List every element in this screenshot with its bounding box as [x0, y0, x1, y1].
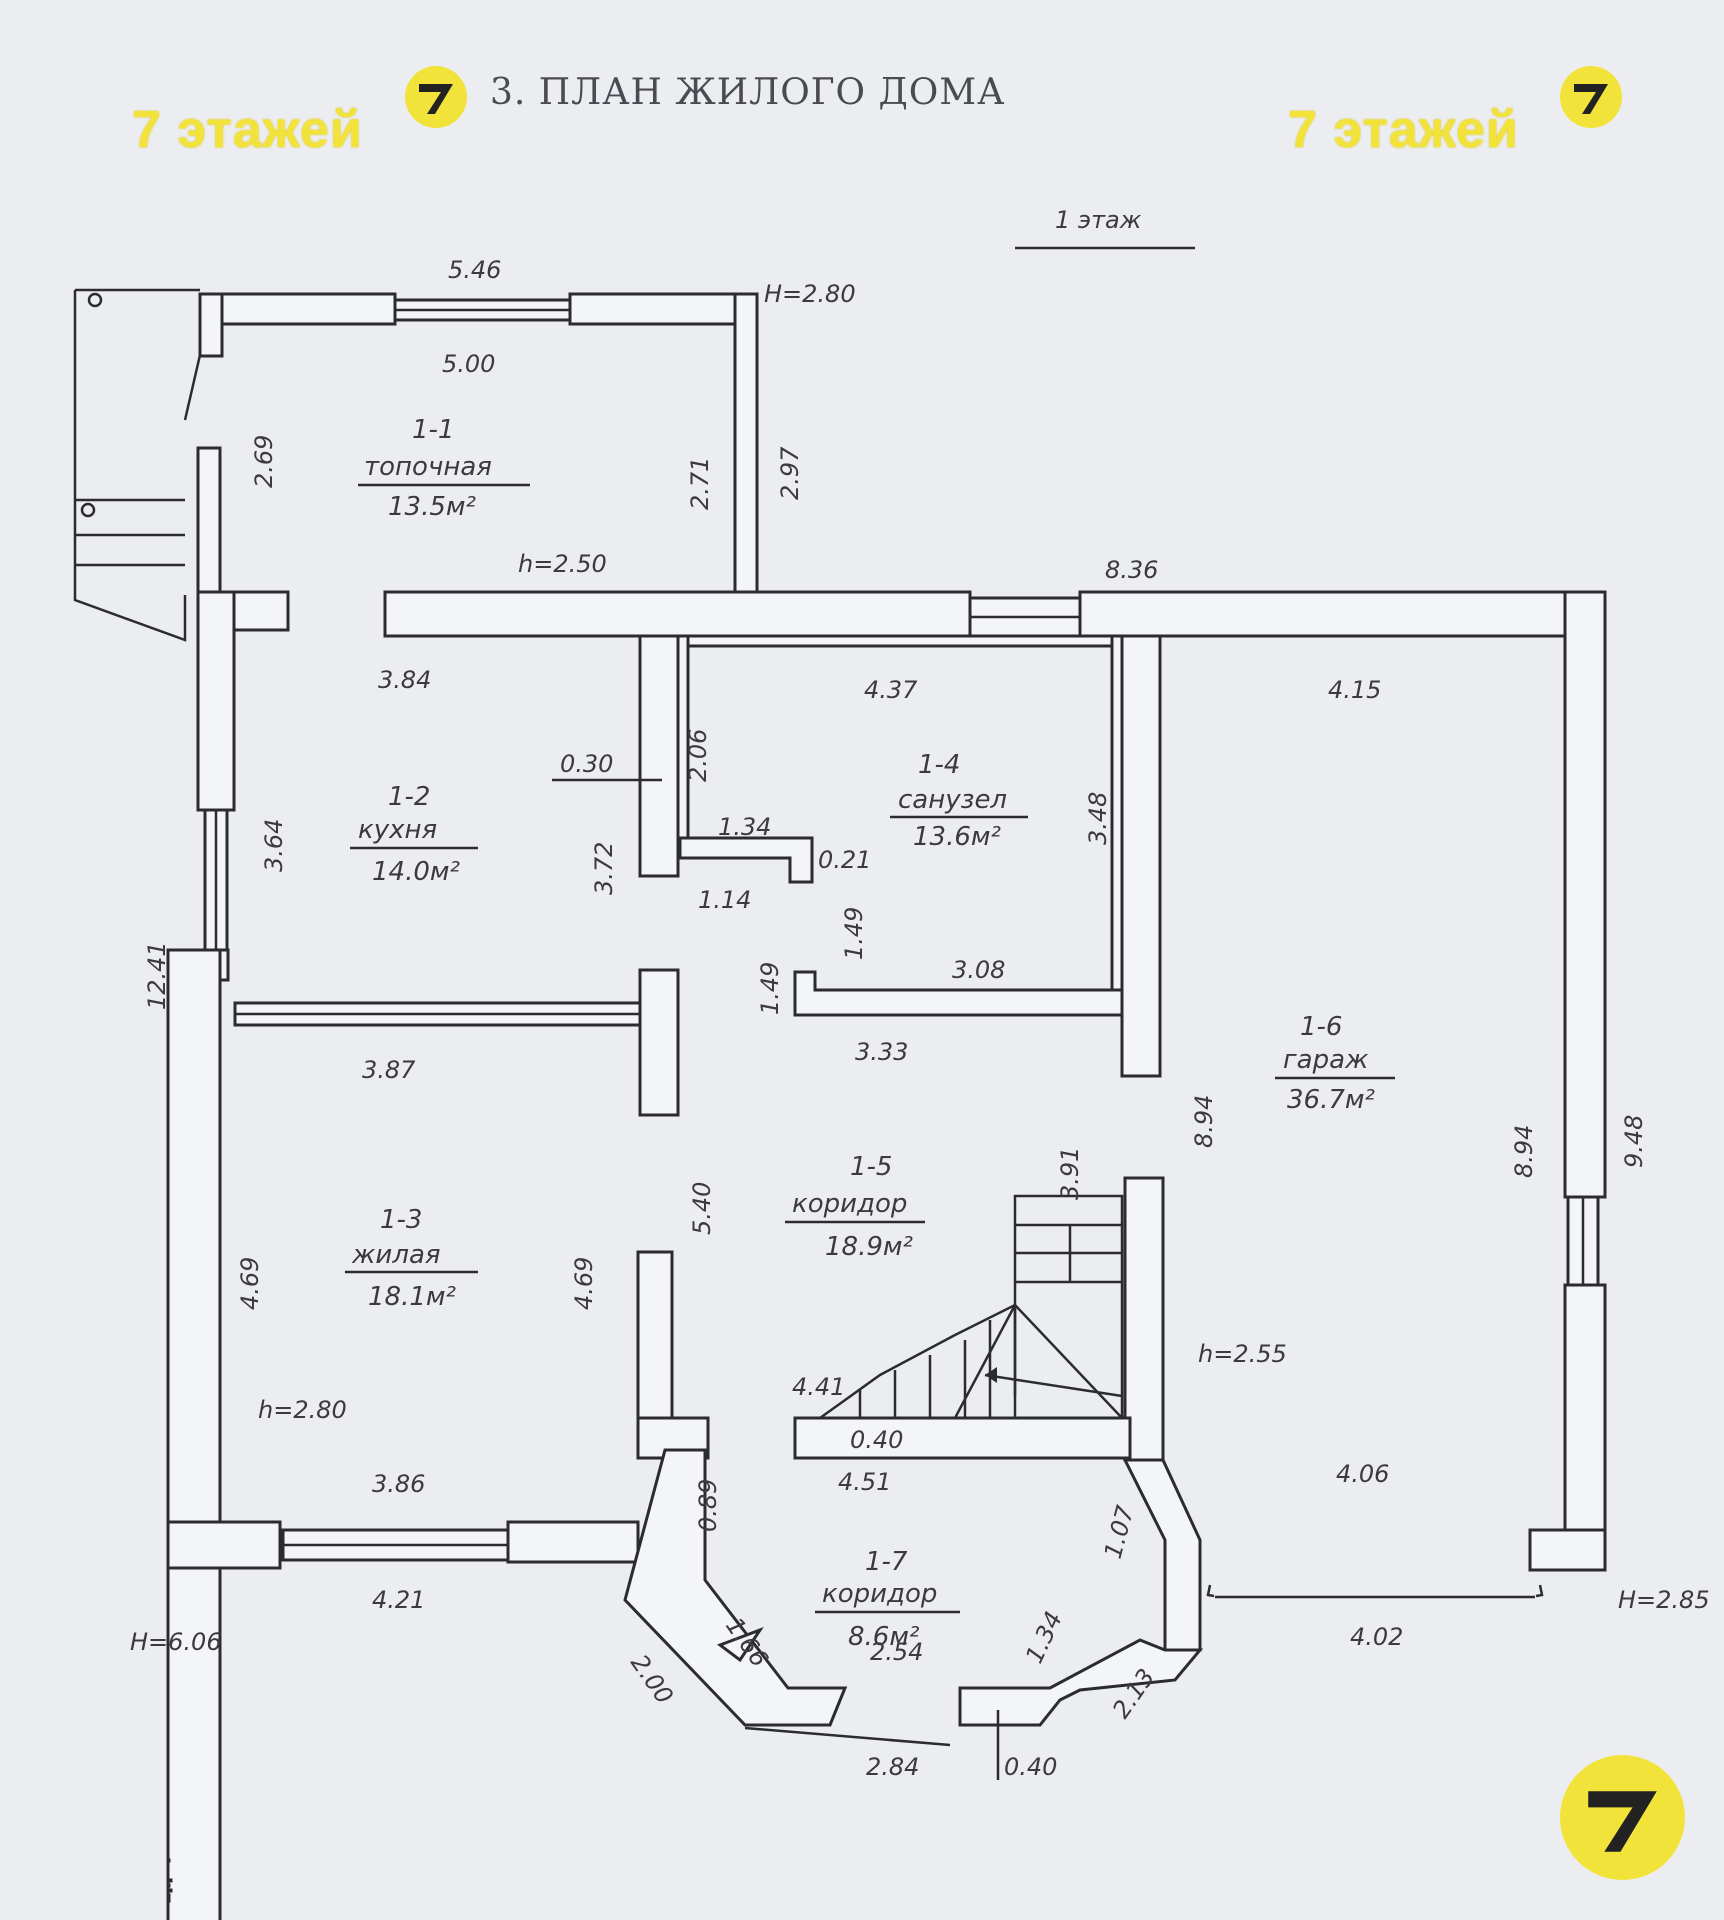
dimension: 2.69 [250, 435, 278, 488]
dimension: 1.49 [756, 962, 784, 1015]
room-number: 1-3 [380, 1205, 422, 1235]
dimension: 3.08 [952, 956, 1005, 984]
room-number: 1-6 [1300, 1012, 1342, 1042]
watermark-logo-left [405, 66, 467, 128]
dimension: 2.54 [870, 1638, 923, 1666]
watermark-text-left: 7 этажей [132, 101, 363, 159]
dimension: 3.87 [362, 1056, 416, 1084]
dimension: 12.41 [143, 941, 171, 1010]
floor-label: 1 этаж [1055, 206, 1142, 234]
room-number: 1-1 [412, 415, 454, 445]
dimension: 4.41 [792, 1373, 845, 1401]
dimension: 3.48 [1084, 792, 1112, 845]
dimension: 1.49 [840, 907, 868, 960]
dimension: 3.64 [260, 819, 288, 872]
room-area: 18.9м² [825, 1232, 913, 1262]
dimension: 4.02 [1350, 1623, 1403, 1651]
dimension: h=2.80 [258, 1396, 347, 1424]
room-name: коридор [822, 1579, 937, 1609]
dimension: h=2.55 [1198, 1340, 1287, 1368]
dimension: 2.06 [684, 729, 712, 782]
room-number: 1-7 [865, 1547, 908, 1577]
dimension: H=2.85 [1618, 1586, 1710, 1614]
dimension: 4.69 [570, 1257, 598, 1310]
room-1-6-label: 1-6 гараж 36.7м² [1275, 1012, 1395, 1115]
dimension: H=6.06 [130, 1628, 222, 1656]
dimension: 3.86 [372, 1470, 425, 1498]
dimension: 4.21 [372, 1586, 425, 1614]
room-area: 13.6м² [913, 822, 1001, 852]
seven-logo-icon [1588, 1791, 1657, 1852]
room-area: 13.5м² [388, 492, 476, 522]
dimension: h=2.50 [518, 550, 607, 578]
room-name: кухня [358, 815, 437, 845]
dimension: 0.40 [1004, 1753, 1057, 1781]
watermark-text-right: 7 этажей [1288, 101, 1519, 159]
dimension: 2.97 [776, 446, 804, 500]
dimension: 2.84 [866, 1753, 919, 1781]
dimension: 5.40 [688, 1182, 716, 1235]
room-1-3-label: 1-3 жилая 18.1м² [345, 1205, 478, 1312]
porch [73, 288, 202, 642]
dimension: 5.46 [448, 256, 501, 284]
garage-door-line [1206, 1584, 1544, 1599]
dimension: 4.51 [838, 1468, 891, 1496]
room-1-7-label: 1-7 коридор 8.6м² [815, 1547, 960, 1652]
dimension: 2.00 [625, 1649, 679, 1709]
dimension: 3.72 [590, 842, 618, 895]
room-1-5-label: 1-5 коридор 18.9м² [785, 1152, 925, 1262]
room-name: жилая [351, 1240, 441, 1270]
dimension: 3.84 [378, 666, 431, 694]
room-1-2-label: 1-2 кухня 14.0м² [350, 782, 478, 887]
dimension: H=2.80 [764, 280, 856, 308]
room-name: коридор [792, 1189, 907, 1219]
dimension: 8.94 [1190, 1095, 1218, 1148]
dimension: 1.34 [1020, 1607, 1068, 1667]
dimension: 2.71 [686, 457, 714, 510]
room-number: 1-5 [850, 1152, 892, 1182]
dimension: 1.34 [718, 813, 771, 841]
seven-logo-icon [1574, 84, 1608, 114]
room-name: гараж [1283, 1045, 1369, 1075]
room-area: 18.1м² [368, 1282, 456, 1312]
walls [166, 292, 1607, 1920]
room-number: 1-4 [918, 750, 960, 780]
dimension: 3.33 [855, 1038, 908, 1066]
room-name: санузел [898, 785, 1007, 815]
dimension: 5.00 [442, 350, 495, 378]
dimension: 1.07 [1099, 1502, 1140, 1562]
dimension: 4.37 [864, 676, 918, 704]
dimension: 8.36 [1105, 556, 1158, 584]
dimension: 4.69 [236, 1257, 264, 1310]
room-area: 14.0м² [372, 857, 460, 887]
staircase [819, 1194, 1124, 1420]
dimension: 0.21 [818, 846, 871, 874]
plan-title: 3. ПЛАН ЖИЛОГО ДОМА [490, 72, 1005, 113]
room-area: 36.7м² [1287, 1085, 1375, 1115]
room-1-4-label: 1-4 санузел 13.6м² [890, 750, 1028, 852]
seven-logo-icon [419, 84, 453, 114]
room-name: топочная [364, 452, 492, 482]
watermark-logo-corner [1560, 1755, 1685, 1880]
dimension-labels: 5.46 H=2.80 5.00 2.69 2.71 2.97 h=2.50 8… [130, 256, 1710, 1781]
room-1-1-label: 1-1 топочная 13.5м² [358, 415, 530, 522]
dimension: 0.30 [560, 750, 613, 778]
dimension: 0.40 [850, 1426, 903, 1454]
dimension: 1.14 [698, 886, 751, 914]
watermark-logo-right [1560, 66, 1622, 128]
room-number: 1-2 [388, 782, 430, 812]
dimension: 8.94 [1510, 1125, 1538, 1178]
dimension: 4.15 [1328, 676, 1381, 704]
dimension: 0.89 [694, 1479, 722, 1532]
dimension: 9.48 [1620, 1115, 1648, 1168]
dimension: 3.91 [1056, 1147, 1084, 1200]
dimension: 4.06 [1336, 1460, 1389, 1488]
room-area: 8.6м² [848, 1622, 919, 1652]
